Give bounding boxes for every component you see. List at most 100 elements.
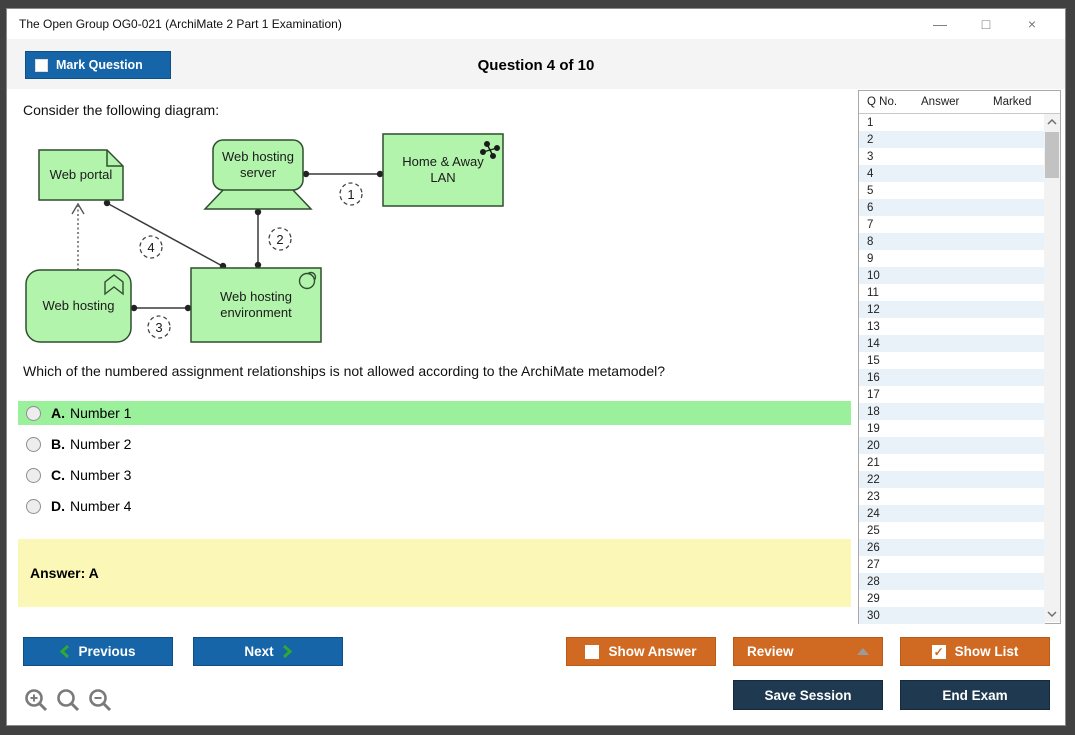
mark-question-checkbox[interactable] (35, 58, 48, 72)
node-web-hosting (25, 269, 132, 343)
option-text: Number 1 (70, 405, 132, 421)
question-list-row[interactable]: 21 (859, 454, 1045, 471)
question-number: 12 (867, 303, 880, 316)
question-list-row[interactable]: 9 (859, 250, 1045, 267)
question-list-row[interactable]: 19 (859, 420, 1045, 437)
question-list-row[interactable]: 25 (859, 522, 1045, 539)
scrollbar-thumb[interactable] (1045, 132, 1059, 178)
next-button[interactable]: Next (193, 637, 343, 666)
question-number: 2 (867, 133, 874, 146)
option-letter: D. (51, 498, 65, 514)
question-number: 20 (867, 439, 880, 452)
question-list-row[interactable]: 18 (859, 403, 1045, 420)
save-session-button[interactable]: Save Session (733, 680, 883, 710)
question-list-row[interactable]: 3 (859, 148, 1045, 165)
chevron-right-icon (282, 645, 292, 658)
option-letter: C. (51, 467, 65, 483)
question-list-row[interactable]: 10 (859, 267, 1045, 284)
question-list-row[interactable]: 1 (859, 114, 1045, 131)
question-number: 5 (867, 184, 874, 197)
show-list-checkbox[interactable]: ✓ (931, 644, 946, 659)
radio-button[interactable] (26, 405, 41, 421)
zoom-toolbar (23, 687, 114, 714)
column-answer: Answer (921, 96, 960, 108)
show-answer-checkbox[interactable] (585, 644, 600, 659)
minimize-icon[interactable]: — (933, 16, 947, 32)
question-list-row[interactable]: 27 (859, 556, 1045, 573)
question-list-row[interactable]: 4 (859, 165, 1045, 182)
question-number: 16 (867, 371, 880, 384)
chevron-left-icon (60, 645, 70, 658)
svg-text:3: 3 (155, 320, 162, 335)
question-list-scrollbar[interactable] (1044, 114, 1060, 622)
question-list-row[interactable]: 24 (859, 505, 1045, 522)
question-list-row[interactable]: 26 (859, 539, 1045, 556)
zoom-out-icon[interactable] (87, 687, 114, 714)
show-list-label: Show List (954, 644, 1019, 659)
question-list-row[interactable]: 12 (859, 301, 1045, 318)
close-icon[interactable]: × (1027, 16, 1037, 32)
question-list-row[interactable]: 16 (859, 369, 1045, 386)
question-list-row[interactable]: 28 (859, 573, 1045, 590)
radio-button[interactable] (26, 467, 41, 483)
question-list-row[interactable]: 11 (859, 284, 1045, 301)
function-icon (104, 274, 124, 296)
mark-question-button[interactable]: Mark Question (25, 51, 171, 79)
question-list-panel: Q No. Answer Marked 1 2 3 4 5 6 7 8 9 10… (858, 90, 1061, 624)
scroll-down-icon[interactable] (1044, 606, 1060, 622)
question-number: 27 (867, 558, 880, 571)
radio-button[interactable] (26, 498, 41, 514)
question-number: 6 (867, 201, 874, 214)
previous-button[interactable]: Previous (23, 637, 173, 666)
question-list-row[interactable]: 8 (859, 233, 1045, 250)
option-text: Number 2 (70, 436, 132, 452)
scroll-up-icon[interactable] (1044, 114, 1060, 130)
question-rows: 1 2 3 4 5 6 7 8 9 10 11 12 13 14 15 16 1… (859, 114, 1045, 624)
node-web-portal (38, 149, 124, 201)
radio-button[interactable] (26, 436, 41, 452)
relationship-number-2: 2 (268, 227, 292, 251)
question-list-row[interactable]: 20 (859, 437, 1045, 454)
maximize-icon[interactable]: □ (981, 16, 991, 32)
question-number: 26 (867, 541, 880, 554)
question-number: 1 (867, 116, 874, 129)
question-number: 22 (867, 473, 880, 486)
question-list-row[interactable]: 17 (859, 386, 1045, 403)
question-intro: Consider the following diagram: (23, 102, 220, 118)
end-exam-button[interactable]: End Exam (900, 680, 1050, 710)
question-list-row[interactable]: 7 (859, 216, 1045, 233)
question-number: 29 (867, 592, 880, 605)
question-list-row[interactable]: 15 (859, 352, 1045, 369)
next-label: Next (244, 644, 274, 659)
review-dropdown[interactable]: Review (733, 637, 883, 666)
question-list-row[interactable]: 29 (859, 590, 1045, 607)
mark-question-label: Mark Question (56, 58, 143, 72)
zoom-reset-icon[interactable] (55, 687, 82, 714)
question-list-row[interactable]: 13 (859, 318, 1045, 335)
show-answer-label: Show Answer (608, 644, 697, 659)
question-list-row[interactable]: 6 (859, 199, 1045, 216)
option-letter: A. (51, 405, 65, 421)
question-list-row[interactable]: 30 (859, 607, 1045, 624)
question-number: 11 (867, 286, 879, 299)
show-answer-button[interactable]: Show Answer (566, 637, 716, 666)
question-list-row[interactable]: 14 (859, 335, 1045, 352)
show-list-button[interactable]: ✓ Show List (900, 637, 1050, 666)
question-list-row[interactable]: 22 (859, 471, 1045, 488)
question-list-row[interactable]: 5 (859, 182, 1045, 199)
archimate-diagram: 1 2 3 4 Web portal Web hosting server Ho… (21, 130, 541, 350)
answer-option[interactable]: C. Number 3 (18, 463, 851, 487)
answer-option[interactable]: A. Number 1 (18, 401, 851, 425)
zoom-in-icon[interactable] (23, 687, 50, 714)
column-qno: Q No. (867, 96, 898, 108)
question-list-row[interactable]: 2 (859, 131, 1045, 148)
question-list-row[interactable]: 23 (859, 488, 1045, 505)
option-letter: B. (51, 436, 65, 452)
answer-option[interactable]: B. Number 2 (18, 432, 851, 456)
answer-option[interactable]: D. Number 4 (18, 494, 851, 518)
question-number: 3 (867, 150, 874, 163)
question-header-bar: Mark Question Question 4 of 10 (7, 39, 1065, 89)
option-text: Number 3 (70, 467, 132, 483)
window-controls: — □ × (917, 9, 1055, 39)
